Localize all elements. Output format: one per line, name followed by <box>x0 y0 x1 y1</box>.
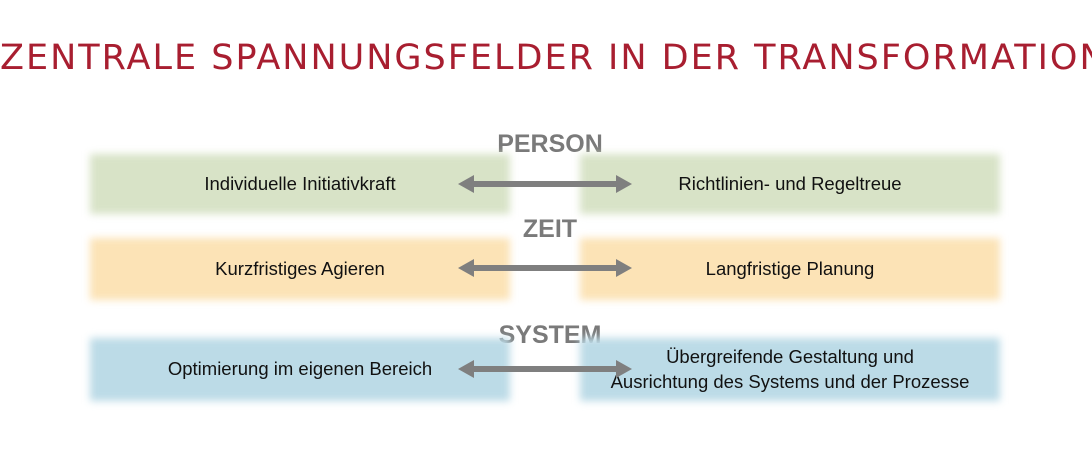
system-right-text: Übergreifende Gestaltung und Ausrichtung… <box>611 345 970 395</box>
double-arrow-icon <box>458 175 632 193</box>
double-arrow-icon <box>458 360 632 378</box>
zeit-right-box: Langfristige Planung <box>580 238 1000 300</box>
zeit-left-text: Kurzfristiges Agieren <box>215 257 385 279</box>
system-right-box: Übergreifende Gestaltung und Ausrichtung… <box>580 338 1000 401</box>
person-left-text: Individuelle Initiativkraft <box>204 172 396 194</box>
zeit-left-box: Kurzfristiges Agieren <box>90 238 510 300</box>
double-arrow-icon <box>458 259 632 277</box>
person-right-box: Richtlinien- und Regeltreue <box>580 154 1000 214</box>
system-right-text-line2: Ausrichtung des Systems und der Prozesse <box>610 370 970 392</box>
zeit-right-text: Langfristige Planung <box>705 257 875 279</box>
system-left-text: Optimierung im eigenen Bereich <box>167 358 433 380</box>
person-left-box: Individuelle Initiativkraft <box>90 154 510 214</box>
system-left-box: Optimierung im eigenen Bereich <box>90 338 510 401</box>
person-right-text: Richtlinien- und Regeltreue <box>678 172 902 194</box>
dimension-label-zeit: ZEIT <box>522 215 578 243</box>
system-right-text-line1: Übergreifende Gestaltung und <box>666 345 914 367</box>
dimension-label-person: PERSON <box>497 130 603 158</box>
page-title: ZENTRALE SPANNUNGSFELDER IN DER TRANSFOR… <box>0 38 1092 78</box>
